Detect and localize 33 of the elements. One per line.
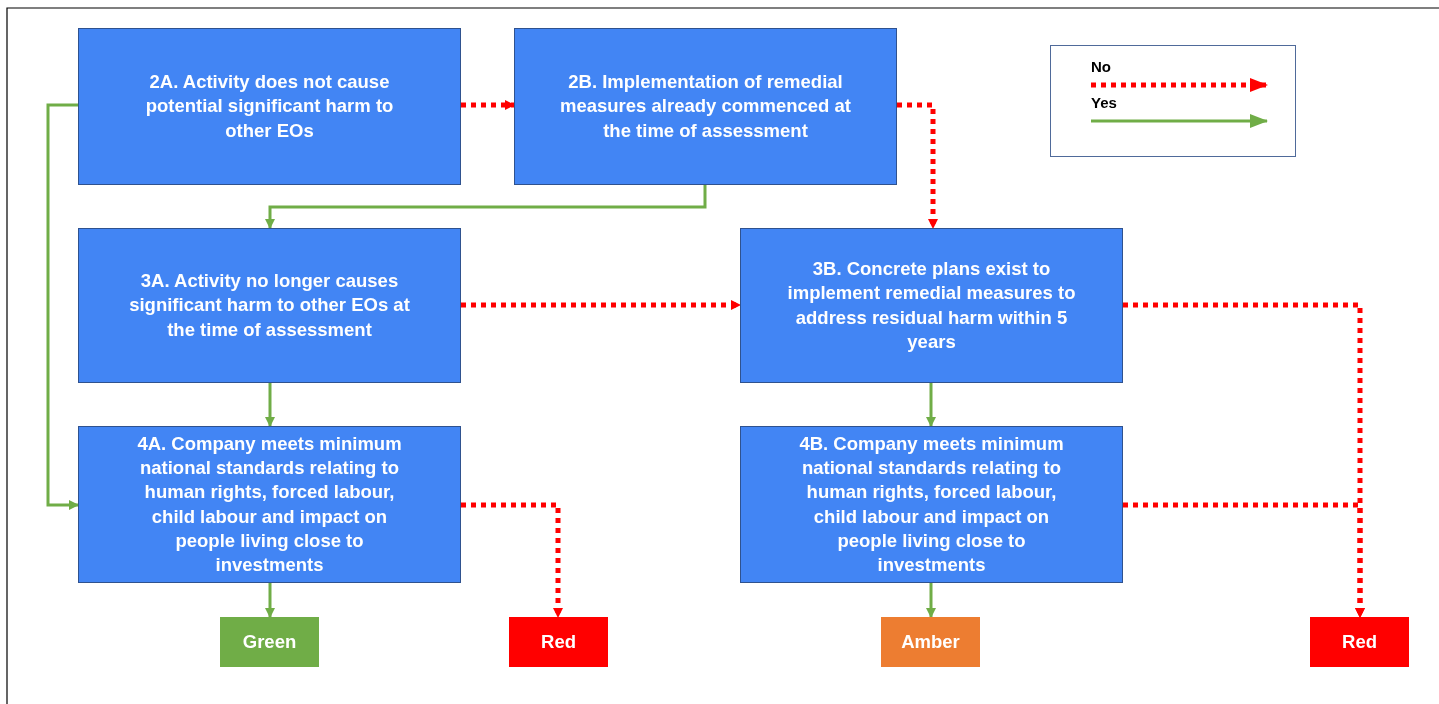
process-box: [514, 28, 897, 185]
box-text: 3A. Activity no longer causes significant harm to other EOs at the time of assessment: [128, 269, 411, 342]
arrow: [461, 100, 515, 110]
arrow: [926, 583, 936, 618]
arrow: [1123, 502, 1365, 618]
arrow: [265, 383, 275, 427]
legend-label: No: [1091, 58, 1111, 75]
process-box: [78, 228, 461, 383]
legend-label: Yes: [1091, 94, 1117, 111]
box-text: Red: [541, 629, 576, 654]
arrow: [461, 300, 741, 310]
box-text: Red: [1342, 629, 1377, 654]
arrow: [46, 103, 79, 510]
process-box: [740, 426, 1123, 583]
process-box: [78, 28, 461, 185]
arrow: [897, 102, 938, 229]
box-text: 3B. Concrete plans exist to implement remedial measures to address residual harm within 5 years: [786, 257, 1077, 354]
box-text: 2B. Implementation of remedial measures already commenced at the time of assessment: [559, 70, 852, 143]
box-text: 4A. Company meets minimum national standards relating to human rights, forced labour, child labour and impact on people living close to investments: [136, 432, 403, 577]
outcome-box: [220, 617, 319, 667]
box-text: Amber: [901, 629, 960, 654]
box-text: 4B. Company meets minimum national standards relating to human rights, forced labour, child labour and impact on people living close to investments: [798, 432, 1065, 577]
process-box: [740, 228, 1123, 383]
box-text: Green: [242, 629, 297, 654]
arrow: [926, 383, 936, 427]
box-text: 2A. Activity does not cause potential significant harm to other EOs: [144, 70, 395, 143]
arrow: [265, 583, 275, 618]
outcome-box: [1310, 617, 1409, 667]
arrow: [461, 502, 563, 618]
outcome-box: [509, 617, 608, 667]
arrow: [265, 185, 707, 229]
outcome-box: [881, 617, 980, 667]
process-box: [78, 426, 461, 583]
